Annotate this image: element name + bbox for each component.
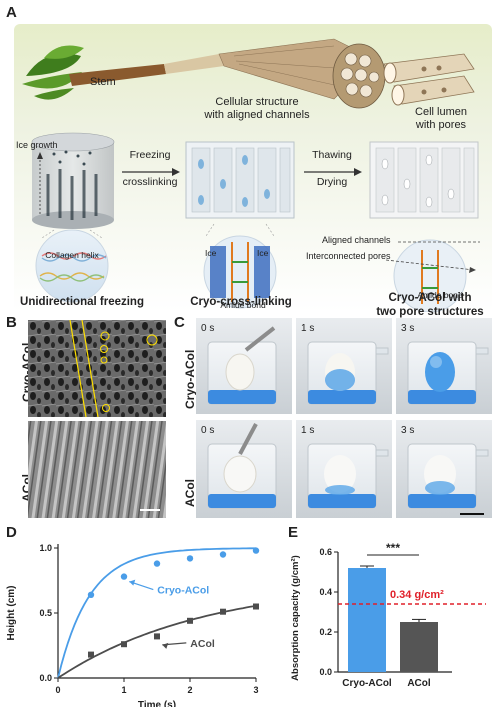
panel-label-b: B <box>6 314 17 331</box>
label-interconnected-pores: Interconnected pores <box>306 251 391 261</box>
data-point-1-2 <box>154 633 160 640</box>
plant-leaves <box>22 45 84 100</box>
panel-label-a: A <box>6 4 17 21</box>
caption-step1: Unidirectional freezing <box>20 296 144 308</box>
freezing-cylinder <box>31 132 115 229</box>
threshold-label: 0.34 g/cm² <box>390 589 444 601</box>
label-collagen-helix: Collagen helix <box>45 250 99 260</box>
label-freezing-2: crosslinking <box>122 176 178 188</box>
label-lumen-1: Cell lumen <box>415 106 467 118</box>
x-tick-label: 1 <box>121 685 126 695</box>
x-tick-label: 2 <box>187 685 192 695</box>
data-point-1-3 <box>187 617 193 624</box>
label-drying: Drying <box>316 176 348 188</box>
time-label-r2-2: 3 s <box>401 425 415 436</box>
pore-bubble <box>393 239 467 312</box>
data-point-1-1 <box>121 641 127 648</box>
data-point-0-5 <box>252 547 260 554</box>
sem-images <box>28 320 166 518</box>
data-point-0-3 <box>186 555 194 562</box>
category-label-0: Cryo-ACol <box>342 678 392 689</box>
x-axis-label: Time (s) <box>138 700 176 707</box>
time-label-r2-0: 0 s <box>201 425 215 436</box>
panel-label-d: D <box>6 524 17 541</box>
stem-shape <box>69 64 166 86</box>
y-tick-label: 0.2 <box>319 627 332 637</box>
sem-cryo-acol <box>28 320 166 417</box>
y-tick-label: 1.0 <box>39 543 52 553</box>
series-label-0: Cryo-ACol <box>157 585 209 597</box>
label-ice-left: Ice <box>205 248 217 258</box>
category-label-1: ACol <box>407 678 431 689</box>
panel-label-c: C <box>174 314 185 331</box>
label-thawing: Thawing <box>312 149 352 161</box>
y-tick-label: 0.5 <box>39 608 52 618</box>
data-point-0-0 <box>87 591 95 598</box>
data-point-1-4 <box>220 608 226 615</box>
panel-c-photos: 0 s 1 s 3 s 0 s 1 s 3 s <box>196 318 492 518</box>
sem-acol <box>28 421 166 518</box>
crosslink-block <box>185 141 295 219</box>
time-label-r1-0: 0 s <box>201 323 215 334</box>
data-point-1-5 <box>253 603 259 610</box>
annotation-arrowhead-0 <box>129 579 136 586</box>
series-line-1 <box>57 604 257 679</box>
label-ice-growth: Ice growth <box>16 140 58 150</box>
time-label-r2-1: 1 s <box>301 425 315 436</box>
caption-step2: Cryo-cross-linking <box>190 296 292 308</box>
label-amide-bond-1: Amide bond <box>220 300 266 310</box>
time-label-r1-1: 1 s <box>301 323 315 334</box>
caption-step3-2: two pore structures <box>376 306 484 318</box>
y-tick-label: 0.6 <box>319 547 332 557</box>
bar-0 <box>348 568 386 672</box>
x-tick-label: 3 <box>253 685 258 695</box>
porous-block <box>369 141 479 219</box>
time-label-r1-2: 3 s <box>401 323 415 334</box>
y-tick-label: 0.0 <box>39 673 52 683</box>
series-line-0 <box>57 547 256 679</box>
collagen-bubble <box>35 229 109 303</box>
y-axis-label: Absorption capacity (g/cm²) <box>290 555 301 681</box>
panel-c-label-row1: Cryo-ACol <box>183 349 197 409</box>
annotation-arrowhead-1 <box>162 642 169 649</box>
label-ice-right: Ice <box>257 248 269 258</box>
label-amide-bond-2: Amide bond <box>417 290 463 300</box>
panel-label-e: E <box>288 524 299 541</box>
data-point-0-2 <box>153 560 161 567</box>
panel-a-illustration <box>14 24 492 312</box>
significance-label: *** <box>386 541 400 555</box>
cell-lumen-tubes <box>383 53 475 106</box>
bar-1 <box>400 622 438 672</box>
label-cellular-2: with aligned channels <box>204 109 310 121</box>
caption-step3-1: Cryo-ACol with <box>388 292 472 304</box>
data-point-1-0 <box>88 651 94 658</box>
label-lumen-2: with pores <box>415 119 467 131</box>
label-aligned-channels: Aligned channels <box>322 235 391 245</box>
data-point-0-4 <box>219 551 227 558</box>
y-tick-label: 0.4 <box>319 587 332 597</box>
x-tick-label: 0 <box>55 685 60 695</box>
y-tick-label: 0.0 <box>319 667 332 677</box>
label-cellular-1: Cellular structure <box>215 96 299 108</box>
label-freezing-1: Freezing <box>129 149 171 161</box>
panel-c-label-row2: ACol <box>183 479 197 507</box>
y-axis-label: Height (cm) <box>6 586 17 641</box>
label-stem: Stem <box>90 76 116 88</box>
panel-a: Stem Cellular structure with aligned cha… <box>14 24 492 312</box>
series-label-1: ACol <box>190 638 215 650</box>
photo-grid <box>196 318 492 518</box>
data-point-0-1 <box>120 573 128 580</box>
